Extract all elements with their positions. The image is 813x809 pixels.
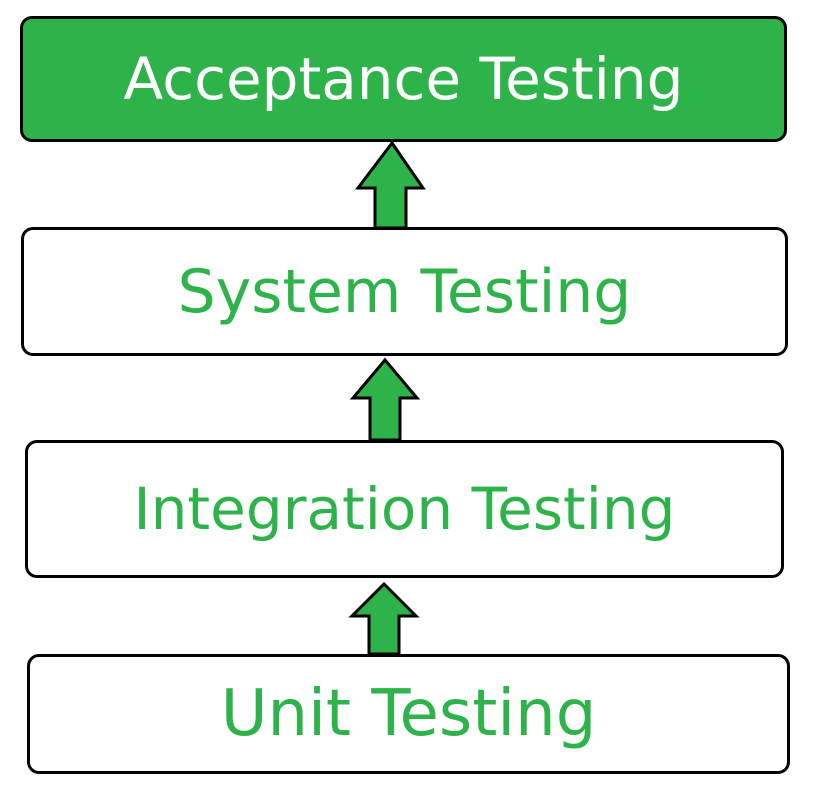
- level-box-integration-testing: Integration Testing: [25, 440, 784, 578]
- arrow-up-icon: [348, 581, 420, 656]
- level-label-acceptance-testing: Acceptance Testing: [123, 45, 684, 113]
- level-box-acceptance-testing: Acceptance Testing: [20, 16, 787, 142]
- arrow-up-icon: [349, 357, 421, 442]
- level-box-system-testing: System Testing: [21, 227, 788, 356]
- level-box-unit-testing: Unit Testing: [27, 654, 790, 774]
- arrow-up-icon: [354, 140, 426, 230]
- level-label-integration-testing: Integration Testing: [133, 475, 676, 543]
- level-label-system-testing: System Testing: [177, 256, 632, 327]
- level-label-unit-testing: Unit Testing: [220, 677, 597, 751]
